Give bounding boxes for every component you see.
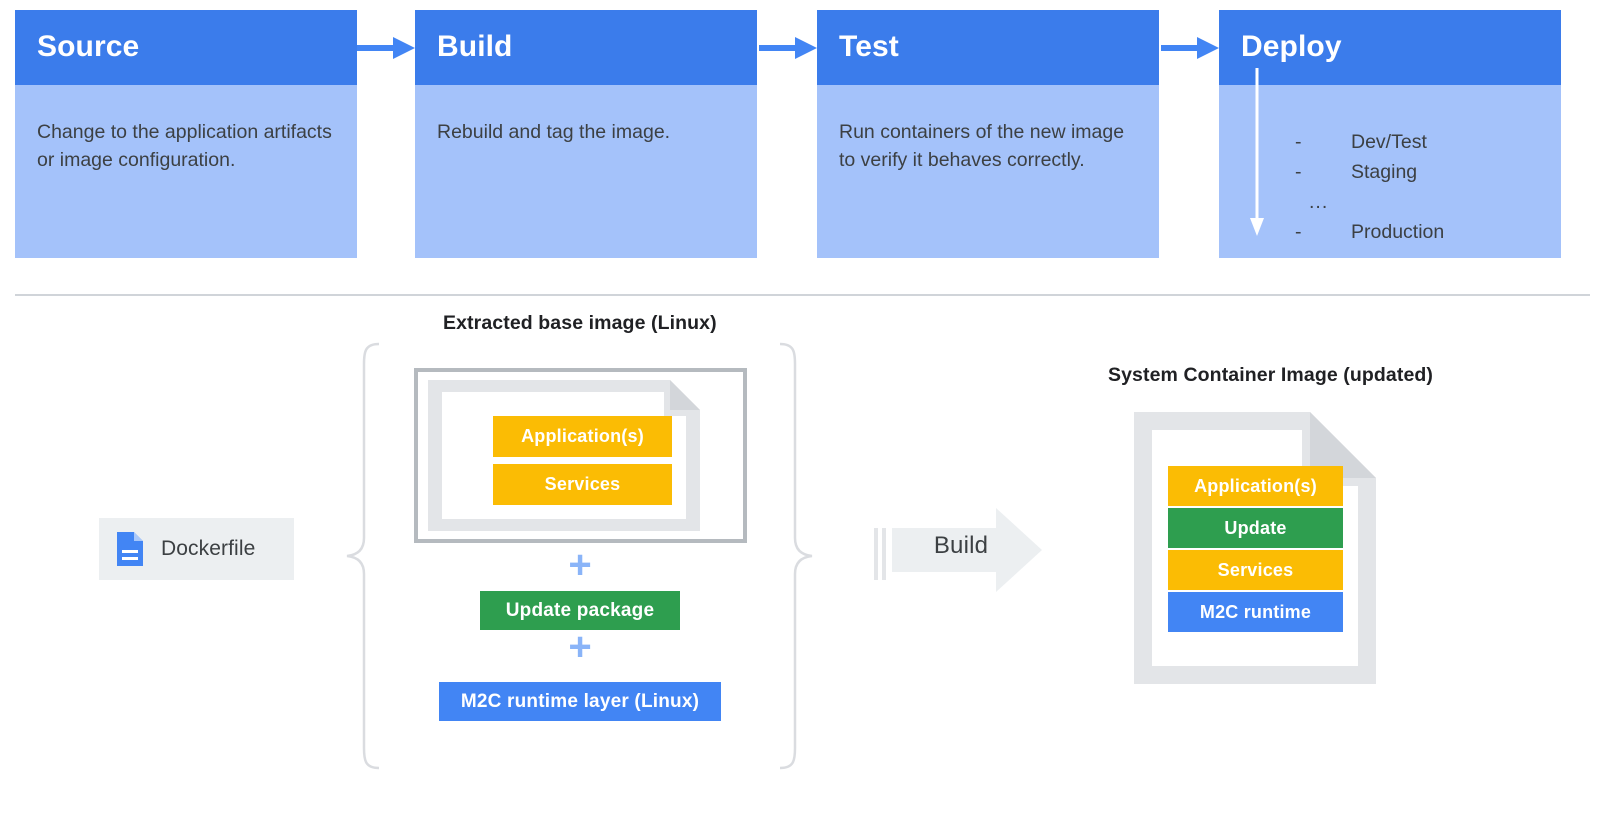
stage-header-test: Test — [817, 10, 1159, 85]
stage-header-source: Source — [15, 10, 357, 85]
stage-body-deploy: - Dev/Test - Staging ... - Production — [1219, 85, 1561, 258]
dockerfile-document-icon — [115, 530, 145, 568]
stage-description-build: Rebuild and tag the image. — [437, 121, 671, 143]
layer-m2c-runtime: M2C runtime — [1168, 592, 1343, 632]
deploy-env-marker: - — [1295, 131, 1302, 153]
system-image-group-label: System Container Image (updated) — [1108, 364, 1434, 386]
layer-update: Update — [1168, 508, 1343, 548]
deploy-env-label: Dev/Test — [1351, 131, 1427, 153]
pipeline-stage-deploy: Deploy - Dev/Test - Staging ... - Produ — [1219, 10, 1561, 258]
base-image-layer-stack: Application(s) Services — [493, 416, 672, 505]
layer-m2c-runtime-linux: M2C runtime layer (Linux) — [439, 682, 721, 721]
layer-application: Application(s) — [493, 416, 672, 457]
layer-application: Application(s) — [1168, 466, 1343, 506]
deploy-env-production: - Production — [1295, 217, 1545, 247]
deploy-env-marker: ... — [1309, 191, 1329, 213]
layer-update-package: Update package — [480, 591, 680, 630]
stage-body-build: Rebuild and tag the image. — [415, 85, 757, 258]
image-build-diagram: Extracted base image (Linux) System Cont… — [0, 300, 1606, 822]
pipeline-stage-build: Build Rebuild and tag the image. — [415, 10, 757, 258]
pipeline-stage-test: Test Run containers of the new image to … — [817, 10, 1159, 258]
deploy-env-dev-test: - Dev/Test — [1295, 127, 1545, 157]
base-image-group-label: Extracted base image (Linux) — [443, 312, 717, 334]
plus-sign-icon: + — [568, 543, 592, 587]
dockerfile-label: Dockerfile — [161, 537, 256, 560]
system-container-image-document: Application(s) Update Services M2C runti… — [1130, 408, 1380, 688]
arrow-build-to-test-icon — [759, 34, 817, 62]
pipeline-stage-source: Source Change to the application artifac… — [15, 10, 357, 258]
layer-services: Services — [1168, 550, 1343, 590]
section-divider — [15, 294, 1590, 296]
deploy-env-label: Staging — [1351, 161, 1418, 183]
build-arrow-icon — [874, 506, 1044, 594]
arrow-test-to-deploy-icon — [1161, 34, 1219, 62]
deploy-environment-list: - Dev/Test - Staging ... - Production — [1295, 127, 1545, 247]
deploy-env-ellipsis: ... — [1295, 187, 1545, 217]
stage-title-build: Build — [437, 30, 513, 63]
stage-description-test: Run containers of the new image to verif… — [839, 121, 1125, 171]
dockerfile-chip[interactable]: Dockerfile — [99, 518, 294, 580]
stage-title-deploy: Deploy — [1241, 30, 1342, 63]
stage-title-test: Test — [839, 30, 899, 63]
layer-services: Services — [493, 464, 672, 505]
right-curly-brace-icon — [778, 342, 814, 770]
stage-body-test: Run containers of the new image to verif… — [817, 85, 1159, 258]
arrow-source-to-build-icon — [357, 34, 415, 62]
cicd-pipeline: Source Change to the application artifac… — [0, 0, 1606, 270]
stage-description-source: Change to the application artifacts or i… — [37, 121, 332, 171]
plus-sign-icon: + — [568, 625, 592, 669]
deploy-env-label: Production — [1351, 221, 1445, 243]
build-arrow-label: Build — [933, 532, 989, 559]
deploy-env-staging: - Staging — [1295, 157, 1545, 187]
stage-header-build: Build — [415, 10, 757, 85]
stage-header-deploy: Deploy — [1219, 10, 1561, 85]
stage-title-source: Source — [37, 30, 140, 63]
left-curly-brace-icon — [345, 342, 381, 770]
deploy-progression-arrow-icon — [1246, 68, 1268, 238]
deploy-env-marker: - — [1295, 161, 1302, 183]
deploy-env-marker: - — [1295, 221, 1302, 243]
extracted-base-image-document: Application(s) Services — [414, 368, 747, 543]
system-image-layer-stack: Application(s) Update Services M2C runti… — [1168, 466, 1343, 632]
stage-body-source: Change to the application artifacts or i… — [15, 85, 357, 258]
